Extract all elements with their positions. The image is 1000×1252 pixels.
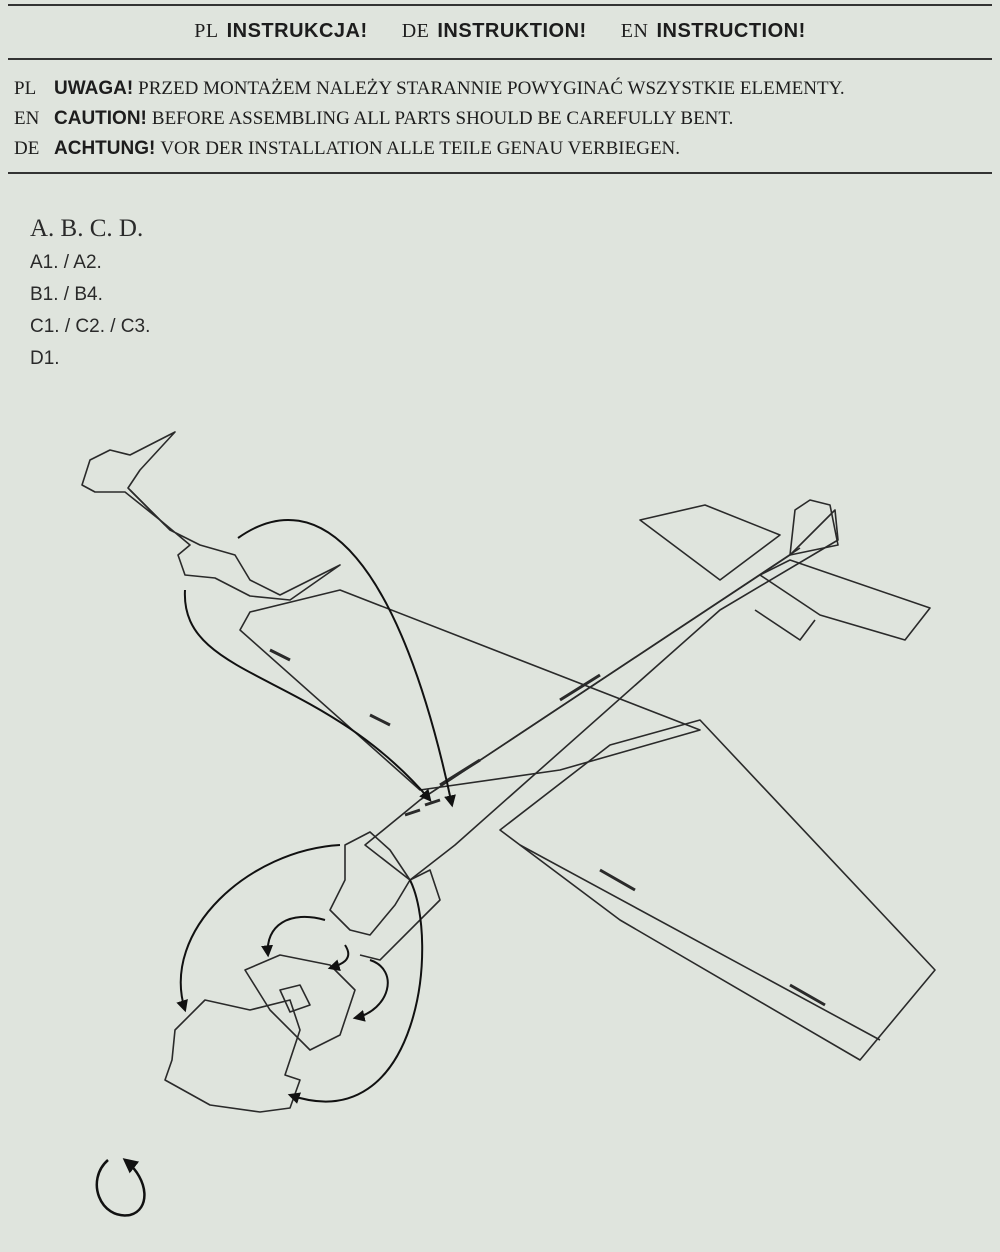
lang-code: DE (401, 20, 430, 42)
lang-code: PL (194, 20, 219, 42)
tail-stabilizer-left (639, 504, 781, 581)
warning-en: EN CAUTION!BEFORE ASSEMBLING ALL PARTS SH… (14, 108, 733, 130)
fuselage (364, 509, 839, 881)
lang-code: EN (620, 20, 649, 42)
cockpit-nose (329, 798, 441, 961)
parts-heading: A. B. C. D. (30, 215, 144, 242)
parts-row: C1. / C2. / C3. (30, 316, 151, 337)
tail-fin (789, 499, 839, 556)
rotate-icon (95, 1158, 146, 1217)
warning-text: BEFORE ASSEMBLING ALL PARTS SHOULD BE CA… (151, 108, 734, 129)
assembly-arrows (176, 519, 456, 1104)
warning-rule (8, 172, 992, 174)
lang-code: DE (14, 138, 40, 159)
loose-part-tail (81, 431, 341, 601)
title-bar: PL INSTRUKCJA! DE INSTRUKTION! EN INSTRUCTI… (0, 20, 1000, 43)
parts-row: A1. / A2. (30, 252, 102, 273)
warning-label: ACHTUNG! (54, 138, 156, 159)
warning-pl: PL UWAGA!PRZED MONTAŻEM NALEŻY STARANNIE … (14, 78, 845, 100)
parts-row: D1. (30, 348, 60, 369)
wing-rear (239, 589, 701, 791)
title-de: INSTRUKTION! (437, 20, 587, 42)
warning-label: UWAGA! (54, 78, 134, 99)
title-rule (8, 58, 992, 60)
lang-code: EN (14, 108, 40, 129)
top-rule (8, 4, 992, 6)
parts-row: B1. / B4. (30, 284, 103, 305)
lang-code: PL (14, 78, 37, 99)
loose-part-cockpit (164, 954, 356, 1113)
title-pl: INSTRUKCJA! (226, 20, 368, 42)
parts-list: A. B. C. D. A1. / A2. B1. / B4. C1. / C2… (30, 215, 150, 375)
warning-text: VOR DER INSTALLATION ALLE TEILE GENAU VE… (160, 138, 681, 159)
warning-label: CAUTION! (54, 108, 147, 129)
warning-de: DE ACHTUNG!VOR DER INSTALLATION ALLE TEIL… (14, 138, 680, 160)
wing-main (499, 719, 936, 1061)
title-en: INSTRUCTION! (656, 20, 806, 42)
warning-text: PRZED MONTAŻEM NALEŻY STARANNIE POWYGINA… (138, 78, 845, 99)
tail-stabilizer-right (759, 559, 931, 641)
